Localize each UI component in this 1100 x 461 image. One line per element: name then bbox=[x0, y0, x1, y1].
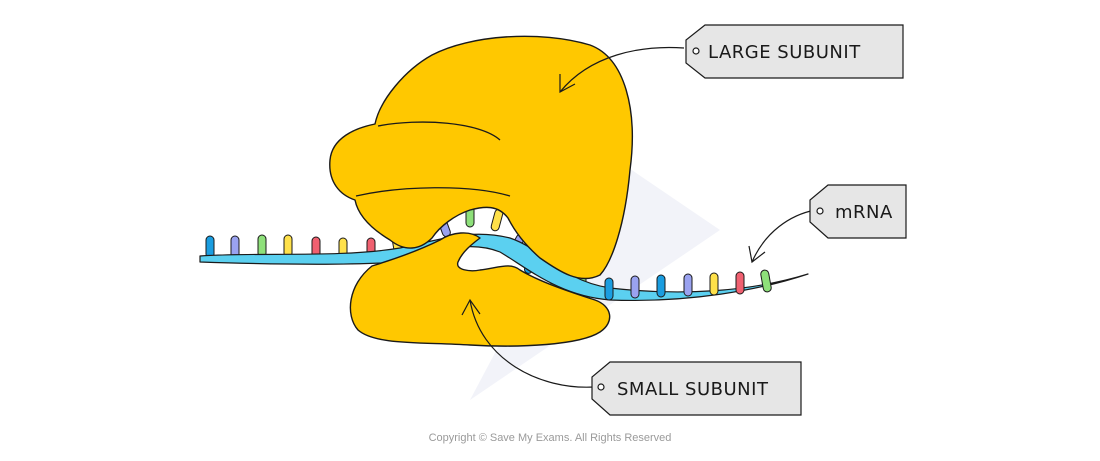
mrna-base bbox=[709, 272, 719, 296]
arrow-small-subunit bbox=[469, 299, 595, 388]
large-subunit-groove bbox=[377, 121, 501, 141]
mrna-base bbox=[656, 274, 666, 298]
arrowhead-mrna bbox=[748, 245, 766, 264]
arrow-large-subunit bbox=[559, 46, 685, 93]
large-subunit-label: LARGE SUBUNIT bbox=[708, 42, 861, 63]
tag-hole-icon bbox=[597, 383, 605, 391]
copyright-text: Copyright © Save My Exams. All Rights Re… bbox=[428, 432, 672, 444]
mrna-label: mRNA bbox=[835, 202, 893, 223]
large-subunit-groove-2 bbox=[355, 187, 511, 197]
tag-hole-icon bbox=[816, 207, 824, 215]
mrna-base bbox=[760, 269, 772, 293]
mrna-base bbox=[683, 273, 693, 297]
callout-arrows bbox=[461, 46, 816, 388]
arrow-mrna bbox=[751, 209, 816, 263]
arrowhead-large-subunit bbox=[559, 74, 576, 93]
label-tag-large-subunit: LARGE SUBUNIT bbox=[685, 24, 904, 79]
arrowhead-small-subunit bbox=[461, 298, 481, 316]
mrna-base bbox=[604, 277, 614, 301]
label-tag-mrna: mRNA bbox=[809, 184, 907, 239]
mrna-bases-right bbox=[604, 269, 772, 301]
label-tag-small-subunit: SMALL SUBUNIT bbox=[591, 361, 802, 416]
mrna-base bbox=[630, 275, 640, 299]
small-subunit bbox=[349, 232, 611, 347]
mrna-base bbox=[205, 235, 215, 259]
mrna-base bbox=[735, 271, 745, 295]
tag-hole-icon bbox=[692, 47, 700, 55]
mrna-base bbox=[257, 234, 267, 258]
large-subunit bbox=[329, 35, 633, 280]
small-subunit-label: SMALL SUBUNIT bbox=[617, 379, 769, 400]
